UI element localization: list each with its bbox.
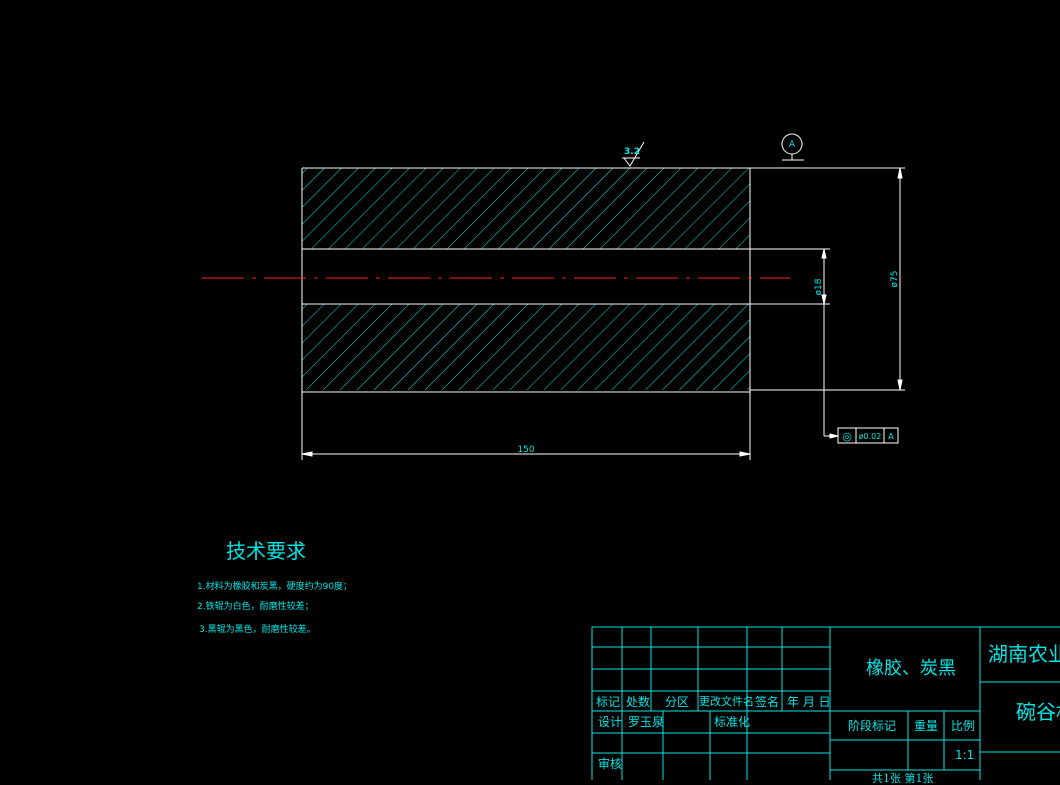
title-block-grid bbox=[591, 626, 1060, 780]
outer-diameter-text: ø75 bbox=[890, 271, 900, 288]
scale-value: 1:1 bbox=[955, 748, 975, 762]
tolerance-value: ø0.02 bbox=[859, 432, 882, 441]
tolerance-symbol: ◎ bbox=[842, 430, 852, 443]
roughness-symbol bbox=[622, 141, 645, 167]
datum-letter: A bbox=[789, 140, 796, 150]
weight-label: 重量 bbox=[914, 719, 939, 733]
material-text: 橡胶、炭黑 bbox=[866, 658, 956, 679]
organization-name: 湖南农业大 bbox=[988, 642, 1060, 666]
part-name: 碗谷机 bbox=[1016, 700, 1060, 724]
designer-name: 罗玉泉 bbox=[628, 715, 665, 729]
stage-label: 阶段标记 bbox=[848, 719, 897, 733]
length-dimension-text: 150 bbox=[517, 445, 534, 455]
extension-lines bbox=[301, 167, 905, 460]
standardization-label: 标准化 bbox=[714, 715, 751, 729]
header-signature: 签名 bbox=[755, 695, 780, 709]
upper-section-hatch bbox=[302, 168, 750, 249]
header-count: 处数 bbox=[626, 695, 651, 709]
part-outline bbox=[301, 167, 751, 393]
design-label: 设计 bbox=[598, 715, 623, 729]
datum-symbol bbox=[781, 133, 804, 161]
header-change-doc: 更改文件名 bbox=[699, 695, 754, 708]
lower-section-hatch bbox=[302, 304, 750, 390]
inner-diameter-text: ø18 bbox=[814, 278, 824, 295]
dimension-lines bbox=[301, 167, 903, 457]
header-zone: 分区 bbox=[665, 695, 690, 709]
sheet-info: 共1张 第1张 bbox=[872, 772, 934, 785]
requirement-item-2: 2.铁辊为白色，耐磨性较差； bbox=[197, 602, 314, 612]
requirement-item-1: 1.材料为橡胶和炭黑，硬度约为90度； bbox=[197, 582, 353, 592]
technical-requirements-title: 技术要求 bbox=[226, 539, 306, 563]
header-mark: 标记 bbox=[596, 695, 621, 709]
scale-label: 比例 bbox=[951, 719, 976, 733]
roughness-value: 3.2 bbox=[624, 147, 640, 157]
tolerance-frame bbox=[837, 427, 899, 444]
tolerance-datum: A bbox=[888, 432, 894, 441]
requirement-item-3: 3.黑辊为黑色，耐磨性较差。 bbox=[199, 625, 316, 635]
header-date: 年 月 日 bbox=[787, 695, 831, 709]
review-label: 审核 bbox=[598, 757, 623, 771]
